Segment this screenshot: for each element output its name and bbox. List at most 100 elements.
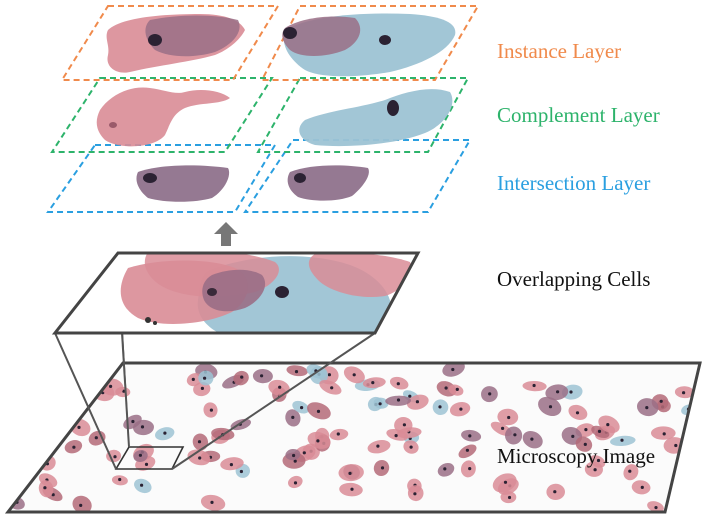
slide-nucleus	[191, 377, 195, 381]
slide-nucleus	[293, 459, 297, 463]
slide-nucleus	[394, 434, 398, 438]
slide-nucleus	[330, 386, 334, 390]
slide-nucleus	[548, 405, 553, 409]
slide-nucleus	[682, 391, 686, 395]
slide-nucleus	[203, 376, 207, 380]
instance-layer	[60, 5, 480, 81]
nucleus	[275, 286, 289, 298]
nucleus	[379, 35, 391, 45]
slide-nucleus	[118, 477, 122, 482]
slide-nucleus	[140, 483, 144, 487]
overlapping-cells-label: Overlapping Cells	[497, 267, 651, 291]
slide-nucleus	[597, 429, 602, 433]
slide-nucleus	[113, 455, 117, 459]
slide-nucleus	[413, 492, 417, 496]
slide-nucleus	[79, 503, 83, 507]
slide-nucleus	[409, 445, 413, 449]
slide-nucleus	[571, 434, 575, 438]
slide-nucleus	[583, 442, 587, 446]
overlapping-cells-panel	[51, 251, 421, 335]
slide-nucleus	[443, 467, 447, 471]
slide-nucleus	[532, 383, 536, 388]
complement-cell-left	[96, 87, 230, 147]
up-arrow-icon	[214, 222, 238, 246]
slide-nucleus	[438, 405, 442, 409]
nucleus	[294, 173, 306, 183]
intersection-cell-left	[136, 165, 230, 202]
slide-nucleus	[380, 466, 385, 470]
complement-frame-right	[256, 77, 470, 153]
slide-nucleus	[209, 408, 213, 412]
slide-nucleus	[556, 390, 560, 394]
slide-nucleus	[575, 411, 580, 415]
slide-nucleus	[530, 437, 534, 441]
slide-nucleus	[640, 485, 644, 489]
intersection-cell-right	[287, 165, 369, 201]
overlapping-cells-frame	[51, 251, 421, 335]
slide-nucleus	[327, 373, 331, 377]
slide-nucleus	[553, 490, 557, 494]
slide-nucleus	[596, 458, 601, 463]
slide-nucleus	[584, 428, 588, 432]
slide-nucleus	[210, 500, 214, 504]
slide-nucleus	[620, 438, 624, 442]
slide-nucleus	[451, 367, 455, 372]
nucleus	[109, 122, 117, 128]
slide-nucleus	[260, 374, 264, 378]
slide-nucleus	[659, 399, 663, 403]
slide-nucleus	[43, 486, 47, 490]
complement-frame-left	[50, 77, 274, 153]
slide-nucleus	[569, 390, 573, 394]
slide-nucleus	[501, 426, 505, 430]
slide-nucleus	[503, 480, 508, 484]
slide-nucleus	[72, 445, 76, 449]
slide-nucleus	[376, 444, 380, 448]
slide-nucleus	[198, 456, 202, 460]
slide-nucleus	[378, 402, 382, 406]
overlap-region	[202, 269, 266, 312]
microscopy-image	[4, 361, 702, 514]
slide-nucleus	[662, 432, 666, 436]
slide-nucleus	[371, 381, 375, 385]
slide-nucleus	[507, 415, 511, 420]
slide-nucleus	[468, 467, 472, 471]
microscopy-cells	[8, 363, 696, 512]
slide-nucleus	[163, 431, 167, 435]
instance-overlap-left	[145, 15, 240, 57]
complement-layer	[50, 77, 470, 153]
slide-nucleus	[300, 406, 304, 410]
slide-nucleus	[674, 443, 678, 448]
slide-nucleus	[645, 406, 649, 410]
slide-nucleus	[455, 387, 459, 391]
slide-nucleus	[513, 433, 517, 437]
intersection-layer-label: Intersection Layer	[497, 171, 651, 195]
instance-frame-right	[260, 5, 480, 81]
slide-nucleus	[200, 386, 204, 390]
intersection-frame-left	[46, 144, 277, 213]
slide-nucleus	[94, 436, 98, 440]
nucleus	[283, 27, 297, 39]
nucleus	[143, 173, 157, 183]
slide-nucleus	[140, 425, 145, 429]
slide-nucleus	[239, 469, 243, 474]
slide-nucleus	[77, 425, 81, 429]
slide-nucleus	[628, 469, 632, 473]
slide-nucleus	[293, 481, 298, 485]
slide-nucleus	[465, 448, 469, 452]
slide-nucleus	[459, 407, 463, 411]
slide-nucleus	[488, 392, 492, 396]
slide-nucleus	[131, 419, 135, 424]
slide-nucleus	[654, 506, 658, 510]
slide-nucleus	[138, 453, 142, 457]
slide-nucleus	[292, 453, 296, 458]
slide-nucleus	[606, 423, 610, 427]
slide-nucleus	[229, 463, 233, 467]
instance-frame-left	[60, 5, 280, 81]
slide-nucleus	[302, 451, 306, 455]
slide-nucleus	[197, 440, 202, 444]
slide-nucleus	[348, 471, 352, 475]
slide-nucleus	[402, 423, 406, 427]
instance-layer-label: Instance Layer	[497, 39, 622, 63]
slide-nucleus	[109, 384, 113, 388]
